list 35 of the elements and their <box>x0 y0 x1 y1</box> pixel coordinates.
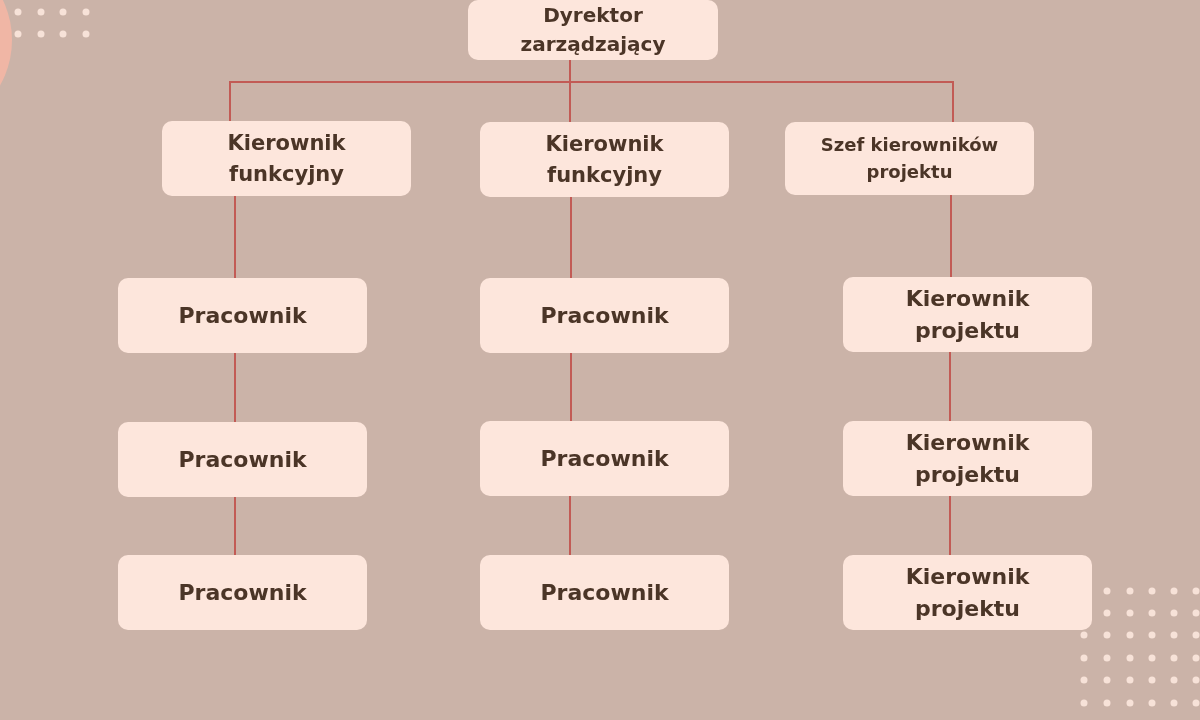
position-box <box>785 122 1034 195</box>
position-box <box>118 278 367 353</box>
position-box <box>480 278 729 353</box>
connector-line <box>234 496 236 556</box>
connector-line <box>570 196 572 279</box>
position-box <box>843 421 1092 496</box>
connector-line <box>949 351 951 422</box>
position-box <box>162 121 411 196</box>
position-box <box>118 422 367 497</box>
position-title: Dyrektor zarządzający <box>519 2 667 58</box>
position-box <box>480 421 729 496</box>
position-box <box>468 0 718 60</box>
position-title: Pracownik <box>178 578 307 607</box>
position-box <box>843 277 1092 352</box>
connector-line <box>234 195 236 279</box>
position-title: Pracownik <box>540 301 669 330</box>
position-box <box>480 122 729 197</box>
position-title: Szef kierowników projektu <box>819 133 1000 184</box>
position-title: Pracownik <box>540 444 669 473</box>
connector-line <box>234 352 236 423</box>
position-box <box>118 555 367 630</box>
connector-line <box>569 495 571 556</box>
position-title: Pracownik <box>540 578 669 607</box>
position-box <box>480 555 729 630</box>
connector-line <box>950 194 952 278</box>
position-title: Kierownik projektu <box>904 428 1031 489</box>
position-title: Kierownik funkcyjny <box>544 131 665 189</box>
position-box <box>843 555 1092 630</box>
position-title: Pracownik <box>178 301 307 330</box>
connector-line <box>949 495 951 556</box>
position-title: Kierownik projektu <box>904 562 1031 623</box>
connector-line <box>570 352 572 422</box>
position-title: Kierownik funkcyjny <box>226 130 347 188</box>
position-title: Pracownik <box>178 445 307 474</box>
position-title: Kierownik projektu <box>904 284 1031 345</box>
